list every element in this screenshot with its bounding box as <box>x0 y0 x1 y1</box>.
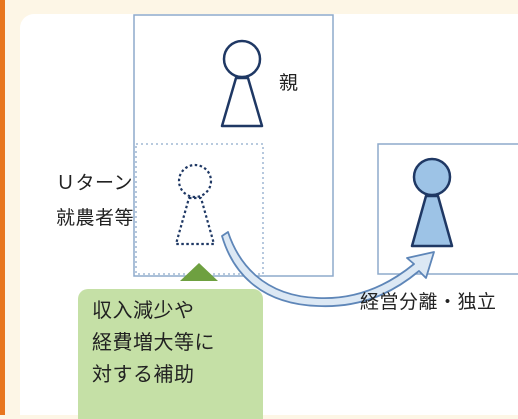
u-turn-label-line1: Ｕターン <box>56 172 134 194</box>
independent-frame <box>377 143 518 275</box>
support-pointer-icon <box>180 263 218 281</box>
independent-figure-icon <box>410 157 454 248</box>
support-line: 経費増大等に <box>92 330 215 354</box>
parent-label: 親 <box>279 72 299 94</box>
parent-figure-icon <box>220 39 264 128</box>
support-line: 収入減少や <box>92 298 195 322</box>
separation-arrow-icon <box>221 231 435 308</box>
accent-border <box>0 0 5 415</box>
separation-label: 経営分離・独立 <box>360 291 497 313</box>
u-turn-label-line2: 就農者等 <box>56 207 135 229</box>
support-line: 対する補助 <box>92 362 195 386</box>
u-turn-figure-icon <box>174 163 216 246</box>
support-box: 収入減少や 経費増大等に 対する補助 <box>78 289 263 419</box>
